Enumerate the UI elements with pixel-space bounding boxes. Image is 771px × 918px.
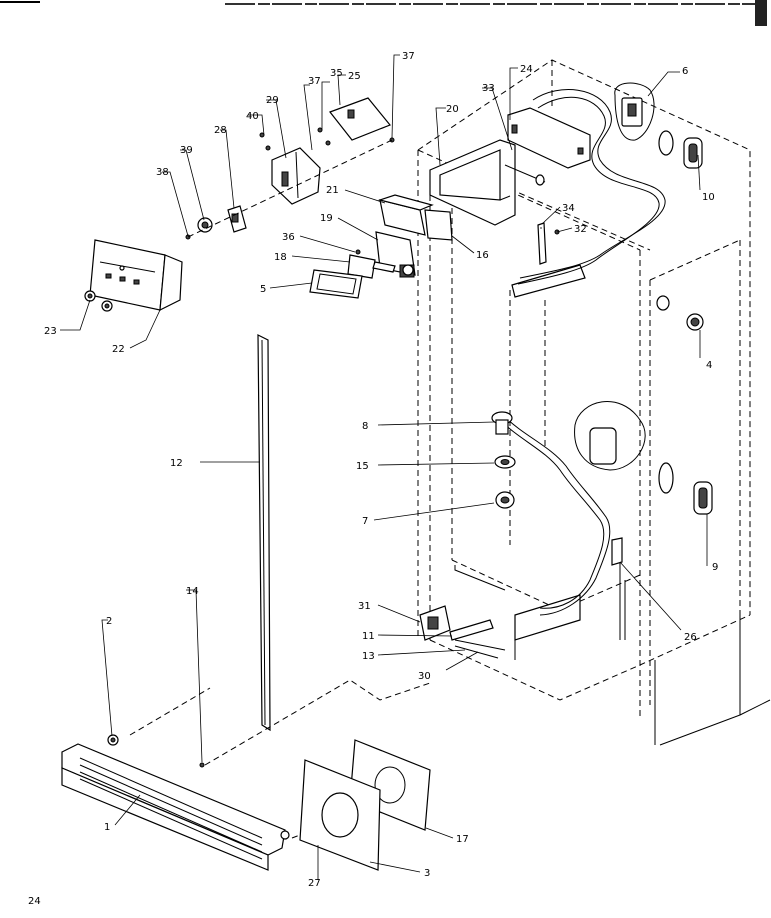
page-number: 24 bbox=[28, 896, 41, 907]
part-12-trim-strip bbox=[257, 334, 271, 732]
label-14: 14 bbox=[186, 586, 199, 597]
leader-lines bbox=[60, 54, 708, 880]
label-25: 25 bbox=[348, 71, 361, 82]
part-34-strip bbox=[537, 222, 547, 265]
part-4-grommet bbox=[656, 295, 704, 331]
label-30: 30 bbox=[418, 671, 431, 682]
label-16: 16 bbox=[476, 250, 489, 261]
label-3: 3 bbox=[424, 868, 430, 879]
part-15-washer bbox=[494, 455, 516, 469]
part-9-control bbox=[574, 401, 713, 515]
part-1-toe-grille bbox=[61, 743, 290, 871]
label-19: 19 bbox=[320, 213, 333, 224]
label-38: 38 bbox=[156, 167, 169, 178]
scan-edge-top bbox=[0, 0, 767, 26]
label-7: 7 bbox=[362, 516, 368, 527]
label-10: 10 bbox=[702, 192, 715, 203]
label-23: 23 bbox=[44, 326, 57, 337]
label-26: 26 bbox=[684, 632, 697, 643]
label-28: 28 bbox=[214, 125, 227, 136]
part-8-fitting bbox=[491, 411, 513, 435]
part-39-knob bbox=[197, 217, 213, 233]
label-1: 1 bbox=[104, 822, 110, 833]
part-7-bushing bbox=[495, 491, 515, 509]
part-20-damper-housing bbox=[429, 139, 516, 226]
part-18-lever bbox=[347, 254, 396, 279]
label-34: 34 bbox=[562, 203, 575, 214]
label-8: 8 bbox=[362, 421, 368, 432]
part-29-switch-housing bbox=[271, 147, 321, 205]
part-6-connector bbox=[614, 82, 655, 141]
label-2: 2 bbox=[106, 616, 112, 627]
part-26-clip bbox=[611, 537, 623, 566]
part-14-screw bbox=[199, 762, 205, 768]
label-13: 13 bbox=[362, 651, 375, 662]
label-11: 11 bbox=[362, 631, 375, 642]
label-36: 36 bbox=[282, 232, 295, 243]
label-32: 32 bbox=[574, 224, 587, 235]
label-37-right: 37 bbox=[402, 51, 415, 62]
label-35: 35 bbox=[330, 68, 343, 79]
label-18: 18 bbox=[274, 252, 287, 263]
part-22-control-panel bbox=[89, 239, 183, 312]
label-17: 17 bbox=[456, 834, 469, 845]
label-22: 22 bbox=[112, 344, 125, 355]
label-5: 5 bbox=[260, 284, 266, 295]
label-39: 39 bbox=[180, 145, 193, 156]
label-12: 12 bbox=[170, 458, 183, 469]
part-31-hinge bbox=[419, 605, 506, 659]
label-6: 6 bbox=[682, 66, 688, 77]
part-10-plug bbox=[658, 130, 703, 169]
part-24-bracket bbox=[507, 107, 591, 169]
part-23-knobs bbox=[84, 290, 113, 312]
label-31: 31 bbox=[358, 601, 371, 612]
wire-harness bbox=[499, 89, 666, 616]
part-21-housing bbox=[377, 194, 434, 236]
part-2-screw bbox=[107, 734, 119, 746]
part-16-filter bbox=[424, 209, 453, 241]
label-21: 21 bbox=[326, 185, 339, 196]
label-33: 33 bbox=[482, 83, 495, 94]
part-33-pin bbox=[504, 164, 546, 186]
label-4: 4 bbox=[706, 360, 712, 371]
label-9: 9 bbox=[712, 562, 718, 573]
part-3-cover-front bbox=[299, 759, 381, 871]
label-29: 29 bbox=[266, 95, 279, 106]
part-25-bracket bbox=[329, 97, 391, 141]
label-40: 40 bbox=[246, 111, 259, 122]
part-36-screw bbox=[355, 249, 361, 255]
label-27: 27 bbox=[308, 878, 321, 889]
label-37-left: 37 bbox=[308, 76, 321, 87]
part-40-screw bbox=[259, 132, 271, 151]
label-15: 15 bbox=[356, 461, 369, 472]
label-20: 20 bbox=[446, 104, 459, 115]
part-5-pad bbox=[309, 269, 363, 299]
part-28-switch bbox=[227, 205, 247, 233]
callout-labels: 6 10 4 9 26 8 15 7 31 11 13 30 34 32 24 … bbox=[28, 51, 718, 907]
label-24: 24 bbox=[520, 64, 533, 75]
